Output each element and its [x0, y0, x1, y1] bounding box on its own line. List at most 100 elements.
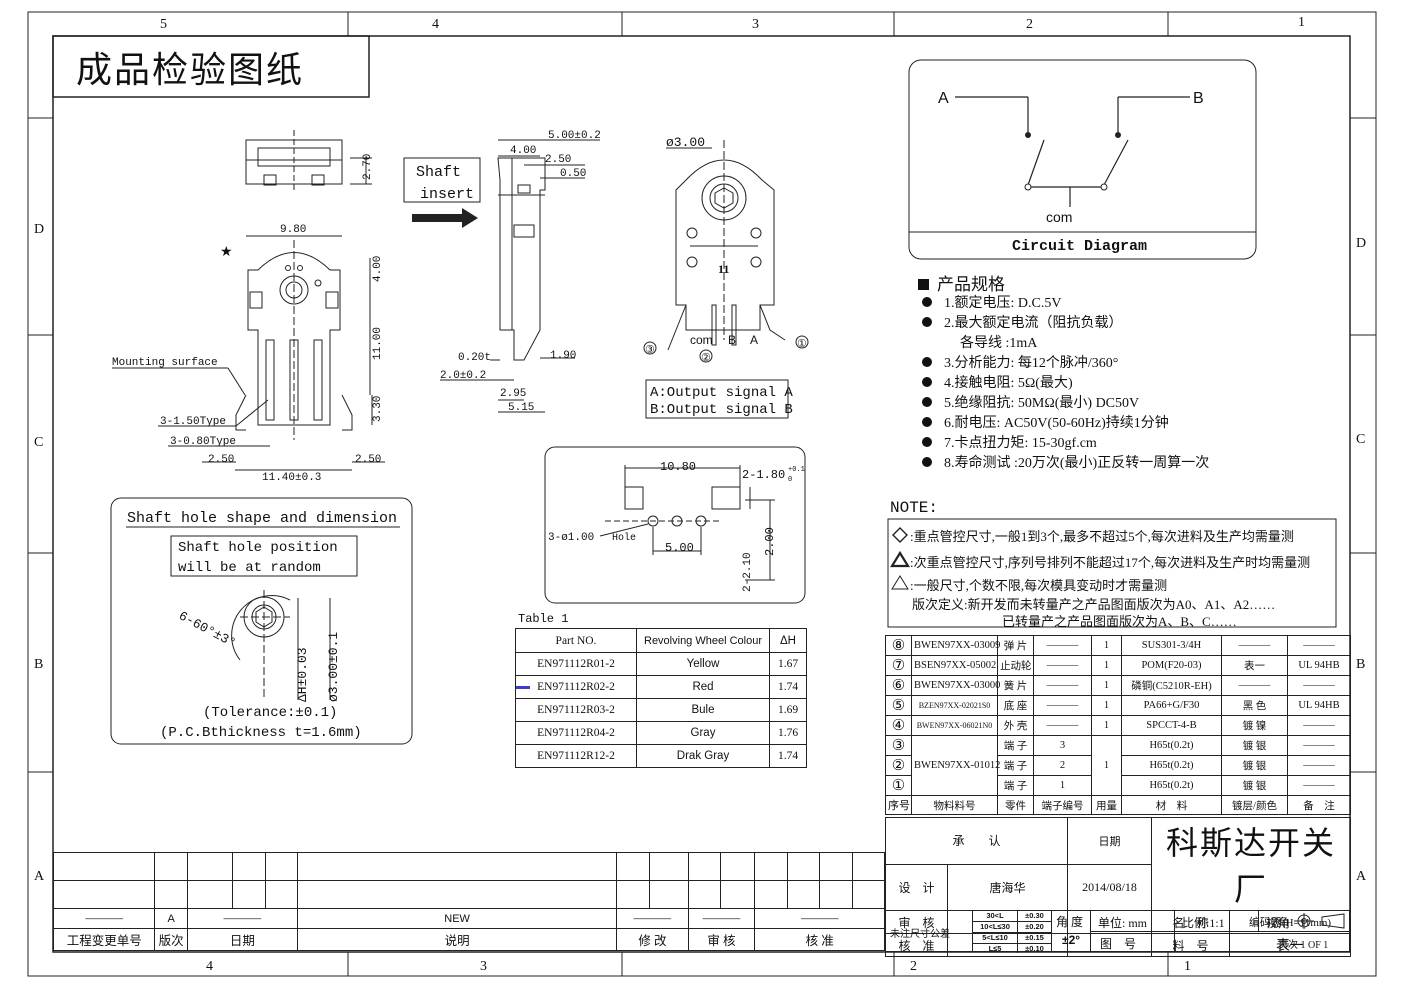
bom-material: POM(F20-03) — [1121, 655, 1222, 676]
bom-remark: ——— — [1287, 775, 1351, 796]
bom-color: 镀 银 — [1221, 775, 1288, 796]
bom-no: ⑥ — [885, 675, 912, 696]
unit-label: 单位: mm — [1098, 916, 1148, 930]
change-h-mod: 修 改 — [616, 928, 689, 951]
bom-term: ——— — [1033, 695, 1092, 716]
tol-row: 30<L±0.30 — [973, 911, 1051, 922]
bom-remark: ——— — [1287, 635, 1351, 656]
row-mark-c-r: C — [1356, 432, 1365, 447]
bom-no: ③ — [885, 735, 912, 756]
bullet-icon — [922, 297, 932, 307]
bom-color: 镀 镍 — [1221, 715, 1288, 736]
cell-colour: Yellow — [636, 652, 770, 676]
col-mark-3: 3 — [752, 17, 759, 32]
bom-qty: 1 — [1091, 695, 1122, 716]
bom-header-row: 序号 物料料号 零件 端子编号 用量 材 料 镀层/颜色 备 注 — [885, 794, 1351, 816]
table-row: EN971112R03-2 Bule 1.69 — [515, 698, 807, 722]
shaft-dia-label: ø3.00±0.1 — [326, 632, 341, 702]
shaft-hole-title: Shaft hole shape and dimension — [127, 510, 397, 527]
pcb-dim-180-sup: +0.1 — [788, 466, 805, 474]
shaft-hole-pos2: will be at random — [178, 560, 321, 576]
bom-remark: UL 94HB — [1287, 695, 1351, 716]
change-mod-line: ——— — [616, 908, 689, 929]
cell-part: EN971112R04-2 — [515, 721, 637, 745]
shaft-hole-pos1: Shaft hole position — [178, 540, 338, 556]
signal-a-label: A:Output signal A — [650, 385, 793, 401]
triangle-bold-icon — [890, 550, 910, 568]
row-mark-b-r: B — [1356, 657, 1365, 672]
cell-dh: 1.74 — [769, 675, 807, 699]
circuit-title: Circuit Diagram — [1012, 238, 1147, 255]
pin-com-label: com — [690, 333, 713, 347]
designer-name: 唐海华 — [946, 863, 1069, 911]
bom-qty: 1 — [1091, 675, 1122, 696]
bullet-icon — [922, 357, 932, 367]
mounting-surface-label: Mounting surface — [112, 357, 218, 369]
side-dim-20: 2.0±0.2 — [440, 370, 486, 382]
col-mark-4: 4 — [432, 17, 439, 32]
bom-h-part: 物料料号 — [911, 794, 998, 816]
row-mark-c: C — [34, 435, 43, 450]
bom-no: ⑦ — [885, 655, 912, 676]
bom-color: 黑 色 — [1221, 695, 1288, 716]
row-mark-a: A — [34, 869, 45, 884]
tol-range: L≤5 — [973, 944, 1018, 953]
type-080-label: 3-0.80Type — [170, 436, 236, 448]
change-rev: A — [154, 908, 188, 929]
pcb-hole-sub: Hole — [612, 532, 636, 544]
bom-remark: ——— — [1287, 755, 1351, 776]
bom-part: BWEN97XX-06021N0 — [911, 715, 998, 736]
bom-term: ——— — [1033, 635, 1092, 656]
spec-item-2b: 各导线 :1mA — [960, 336, 1038, 351]
side-dim-400: 4.00 — [510, 145, 536, 157]
date-label: 日期 — [1067, 817, 1153, 865]
view-label: 视角 — [1266, 916, 1291, 930]
tol-value: ±0.20 — [1025, 922, 1044, 931]
bullet-icon — [922, 397, 932, 407]
row-mark-b: B — [34, 657, 43, 672]
col-mark-b1: 1 — [1184, 959, 1191, 974]
note-line-5: 已转量产之产品图面版次为A、B、C…… — [1002, 614, 1237, 629]
front-dim-250-l: 2.50 — [208, 454, 234, 466]
bom-term: ——— — [1033, 715, 1092, 736]
front-view — [112, 130, 385, 471]
pin-2-label: ② — [701, 352, 711, 364]
bom-name: 止动轮 — [997, 655, 1034, 676]
bullet-icon — [922, 317, 932, 327]
tol-value: ±0.30 — [1025, 911, 1044, 920]
bom-material: SPCCT-4-B — [1121, 715, 1222, 736]
bom-name: 端 子 — [997, 755, 1034, 776]
shaft-insert-label-2: insert — [420, 186, 474, 203]
circuit-com: com — [1046, 209, 1072, 225]
front-dim-1100: 11.00 — [372, 327, 384, 360]
shaft-hole-figure — [231, 590, 331, 700]
bom-remark: ——— — [1287, 675, 1351, 696]
bom-remark: ——— — [1287, 735, 1351, 756]
tol-row: 10<L≤30±0.20 — [973, 922, 1051, 933]
spec-item-4: 4.接触电阻: 5Ω(最大) — [918, 372, 1318, 392]
bom-color: 表一 — [1221, 655, 1288, 676]
front-dim-270: 2.70 — [362, 154, 374, 180]
pcb-figure — [599, 465, 775, 581]
tol-value: ±0.10 — [1025, 944, 1044, 953]
pin-b-label: B — [728, 333, 736, 347]
spec-heading: 产品规格 — [918, 270, 1318, 294]
change-date-line: ——— — [186, 908, 298, 929]
table1-caption: Table 1 — [518, 612, 569, 626]
page-label: 页次 1 OF 1 — [1278, 940, 1329, 951]
pin-3-label: ③ — [645, 344, 655, 356]
spec-item-8: 8.寿命测试 :20万次(最小)正反转一周算一次 — [918, 452, 1318, 472]
bom-h-term: 端子编号 — [1033, 794, 1092, 816]
bom-no: ⑧ — [885, 635, 912, 656]
cell-part: EN971112R03-2 — [515, 698, 637, 722]
pcb-dim-180: 2-1.80 — [742, 468, 785, 482]
side-dim-190: 1.90 — [550, 350, 576, 362]
part-value: 表一 — [1229, 933, 1352, 957]
divider — [1091, 931, 1349, 932]
row-marker-icon — [516, 686, 530, 689]
angle-value: ±2° — [1062, 933, 1081, 947]
bom-part: BWEN97XX-01012 — [911, 735, 1000, 796]
tol-value: ±0.15 — [1025, 933, 1044, 942]
